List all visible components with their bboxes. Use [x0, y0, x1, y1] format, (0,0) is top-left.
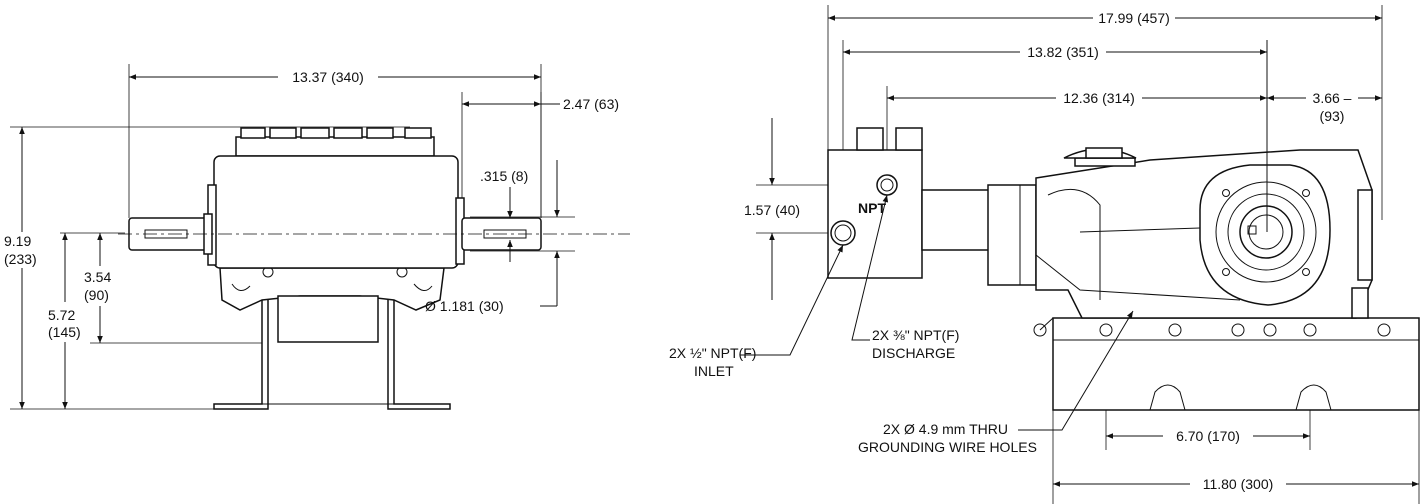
cylinder-caps — [235, 127, 435, 157]
dim-height-in: 9.19 — [4, 233, 31, 249]
dim-shaft-diameter: Ø 1.181 (30) — [425, 298, 504, 314]
dim-shaft-length: 2.47 (63) — [563, 96, 619, 112]
front-view: 13.37 (340) 2.47 (63) .315 (8) Ø 1.181 (… — [2, 64, 630, 410]
dim-port-spacing: 1.57 (40) — [744, 202, 800, 218]
dim-overall-width: 13.37 (340) — [292, 69, 364, 85]
discharge-label-line2: DISCHARGE — [872, 345, 955, 361]
dim-shaft-base-in: 5.72 — [48, 307, 75, 323]
dim-discharge-to-shaft: 12.36 (314) — [1063, 90, 1135, 106]
dim-shaft-to-end-in: 3.66 – — [1313, 90, 1352, 106]
dim-shaft-base-mm: (145) — [48, 324, 81, 340]
npt-marking: NPT — [858, 200, 886, 216]
side-view: NPT — [669, 5, 1420, 504]
dim-shaft-to-end-mm: (93) — [1320, 108, 1345, 124]
discharge-port — [876, 174, 898, 196]
pump-body — [213, 155, 459, 269]
base-plate — [1052, 317, 1420, 411]
dim-hole-spacing: 6.70 (170) — [1176, 428, 1240, 444]
inlet-label-line2: INLET — [694, 363, 734, 379]
ground-label-line1: 2X Ø 4.9 mm THRU — [883, 421, 1008, 437]
ground-label-line2: GROUNDING WIRE HOLES — [858, 439, 1037, 455]
dim-shaft-mount-in: 3.54 — [84, 269, 111, 285]
discharge-label-line1: 2X ⅜" NPT(F) — [872, 327, 959, 343]
dim-height-mm: (233) — [4, 251, 37, 267]
dim-overall-length: 17.99 (457) — [1098, 10, 1170, 26]
manifold-block — [827, 149, 923, 279]
bearing-cover — [1199, 164, 1331, 306]
dim-key-width: .315 (8) — [480, 168, 528, 184]
inlet-label-line1: 2X ½" NPT(F) — [669, 345, 756, 361]
dim-base-length: 11.80 (300) — [1203, 476, 1274, 492]
dim-inlet-to-shaft: 13.82 (351) — [1027, 44, 1099, 60]
dim-shaft-mount-mm: (90) — [84, 287, 109, 303]
